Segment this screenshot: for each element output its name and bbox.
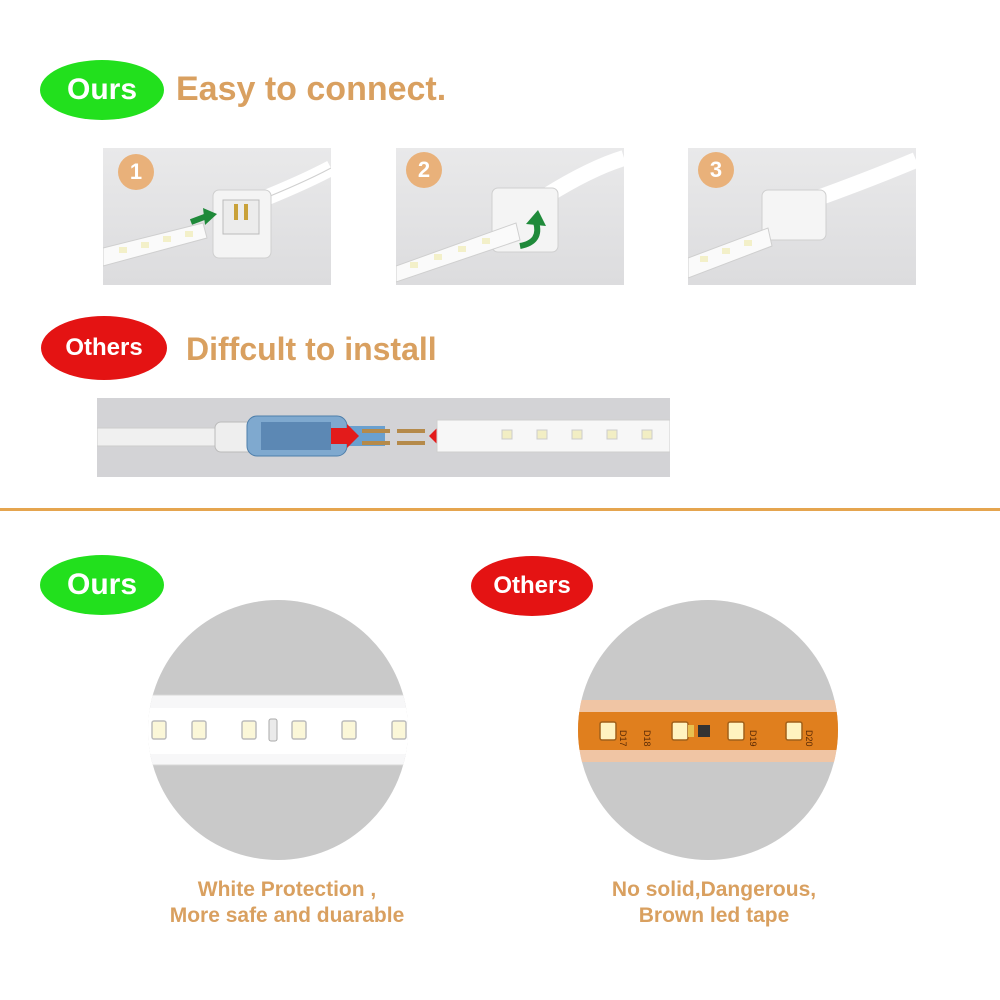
strip-mark-d20: D20 — [804, 730, 814, 747]
step-1-illustration — [103, 160, 331, 267]
ours-label-bottom: Ours — [66, 568, 138, 601]
step-3-illustration — [688, 152, 916, 279]
step-2-photo: 2 — [396, 148, 624, 285]
others-label: Others — [65, 334, 143, 361]
ours-badge-top: Ours — [40, 60, 164, 120]
section-divider — [0, 508, 1000, 511]
others-caption: No solid,Dangerous, Brown led tape — [555, 877, 873, 929]
step-1-badge: 1 — [118, 154, 154, 190]
others-caption-line2: Brown led tape — [638, 904, 790, 927]
strip-mark-d19: D19 — [748, 730, 758, 747]
others-badge-bottom: Others — [471, 556, 593, 616]
others-connector-photo — [97, 398, 670, 477]
ours-caption: White Protection , More safe and duarabl… — [128, 877, 446, 929]
step-1-photo: 1 — [103, 148, 331, 285]
ours-badge-bottom: Ours — [40, 555, 164, 615]
ours-label: Ours — [66, 73, 138, 106]
others-label-bottom: Others — [493, 572, 571, 599]
step-2-badge: 2 — [406, 152, 442, 188]
strip-mark-d18: D18 — [642, 730, 652, 747]
step-3-badge: 3 — [698, 152, 734, 188]
ours-caption-line2: More safe and duarable — [169, 904, 405, 927]
ours-headline: Easy to connect. — [176, 70, 447, 108]
others-badge-top: Others — [41, 316, 167, 380]
others-brown-strip: D17 D18 D19 D20 — [578, 700, 838, 762]
step-2-illustration — [396, 150, 624, 283]
others-caption-line1: No solid,Dangerous, — [611, 878, 817, 901]
ours-strip-circle — [148, 600, 408, 860]
others-headline: Diffcult to install — [186, 331, 437, 367]
step-3-photo: 3 — [688, 148, 916, 285]
strip-mark-d17: D17 — [618, 730, 628, 747]
others-strip-circle: D17 D18 D19 D20 — [578, 600, 838, 860]
ours-white-strip — [148, 694, 408, 766]
ours-caption-line1: White Protection , — [197, 878, 377, 901]
others-connector-illustration — [97, 415, 670, 457]
